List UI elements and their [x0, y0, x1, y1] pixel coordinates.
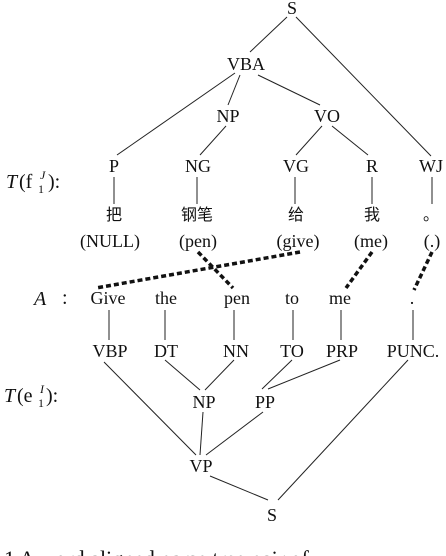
source-tree-label-t: T	[6, 171, 19, 193]
target-pp-node: PP	[255, 392, 275, 412]
target-root-node: S	[267, 505, 277, 525]
source-pos-wj: WJ	[419, 156, 443, 176]
edge-nn-np	[204, 359, 235, 391]
edge-s-vba	[249, 16, 288, 53]
edge-pp-vp	[205, 411, 264, 456]
target-tree-edges	[103, 310, 414, 501]
edge-dt-np	[164, 359, 201, 391]
gloss-give: (give)	[277, 231, 320, 252]
source-pos-p: P	[109, 156, 119, 176]
gloss-null: (NULL)	[80, 231, 140, 252]
target-pos-to: TO	[280, 341, 304, 361]
edge-vbp-vp	[103, 361, 197, 456]
edge-np-vp	[199, 411, 204, 456]
source-word-ba: 把	[106, 205, 122, 224]
alignment-label: A :	[32, 287, 68, 310]
target-tree-label-sup: I	[39, 382, 45, 396]
align-me-wo	[344, 250, 374, 290]
source-tree-label: T (f 1 J ):	[6, 168, 60, 196]
edge-vo-r	[331, 125, 369, 156]
target-tree-label-close: ):	[46, 385, 58, 407]
align-give-gei	[95, 250, 301, 290]
gloss-pen: (pen)	[179, 231, 217, 252]
target-pos-nn: NN	[223, 341, 249, 361]
edge-vba-np	[227, 74, 241, 106]
target-word-period: .	[410, 288, 415, 308]
edge-to-pp	[261, 359, 293, 390]
target-tree-label-t: T	[4, 385, 17, 407]
edge-punc-s	[277, 359, 409, 501]
source-tree-label-sub: 1	[38, 182, 44, 196]
gloss-me: (me)	[354, 231, 388, 252]
edge-vba-p	[116, 72, 236, 156]
edge-prp-pp	[267, 359, 341, 390]
edge-vp-s	[209, 475, 269, 501]
source-tree-label-arg: (f	[19, 171, 33, 193]
source-word-gangbi: 钢笔	[181, 205, 213, 224]
edge-s-wj	[295, 16, 432, 157]
gloss-period: (.)	[424, 231, 441, 252]
edge-np-ng	[199, 125, 227, 156]
vba-node: VBA	[227, 54, 265, 74]
target-vp-node: VP	[189, 456, 212, 476]
target-pos-prp: PRP	[326, 341, 358, 361]
align-period	[412, 251, 434, 291]
target-np-node: NP	[192, 392, 215, 412]
source-pos-ng: NG	[185, 156, 211, 176]
source-word-period: 。	[423, 205, 439, 224]
target-pos-dt: DT	[154, 341, 178, 361]
alignment-label-colon: :	[62, 287, 68, 309]
target-word-give: Give	[91, 288, 126, 308]
source-word-gei: 给	[288, 205, 304, 224]
target-tree-label-arg: (e	[17, 385, 33, 407]
figure-caption: 1 A word aligned parse tree pair of	[4, 546, 310, 556]
target-word-the: the	[155, 288, 177, 308]
source-pos-r: R	[366, 156, 378, 176]
alignment-links	[95, 250, 434, 291]
source-word-wo: 我	[364, 205, 380, 224]
align-pen-gangbi	[196, 250, 235, 290]
target-word-to: to	[285, 288, 299, 308]
source-root-node: S	[287, 0, 297, 18]
target-pos-punc: PUNC.	[387, 341, 440, 361]
edge-vba-vo	[257, 74, 321, 106]
source-pos-vg: VG	[283, 156, 309, 176]
source-np-node: NP	[216, 106, 239, 126]
source-tree-edges	[113, 16, 433, 204]
target-pos-vbp: VBP	[92, 341, 127, 361]
alignment-label-a: A	[32, 288, 47, 310]
source-tree-label-sup: J	[40, 168, 46, 182]
target-tree-label: T (e 1 I ):	[4, 382, 58, 410]
vo-node: VO	[314, 106, 340, 126]
target-word-pen: pen	[224, 288, 250, 308]
source-tree-label-close: ):	[48, 171, 60, 193]
edge-vo-vg	[295, 125, 323, 156]
target-word-me: me	[329, 288, 351, 308]
target-tree-label-sub: 1	[38, 396, 44, 410]
